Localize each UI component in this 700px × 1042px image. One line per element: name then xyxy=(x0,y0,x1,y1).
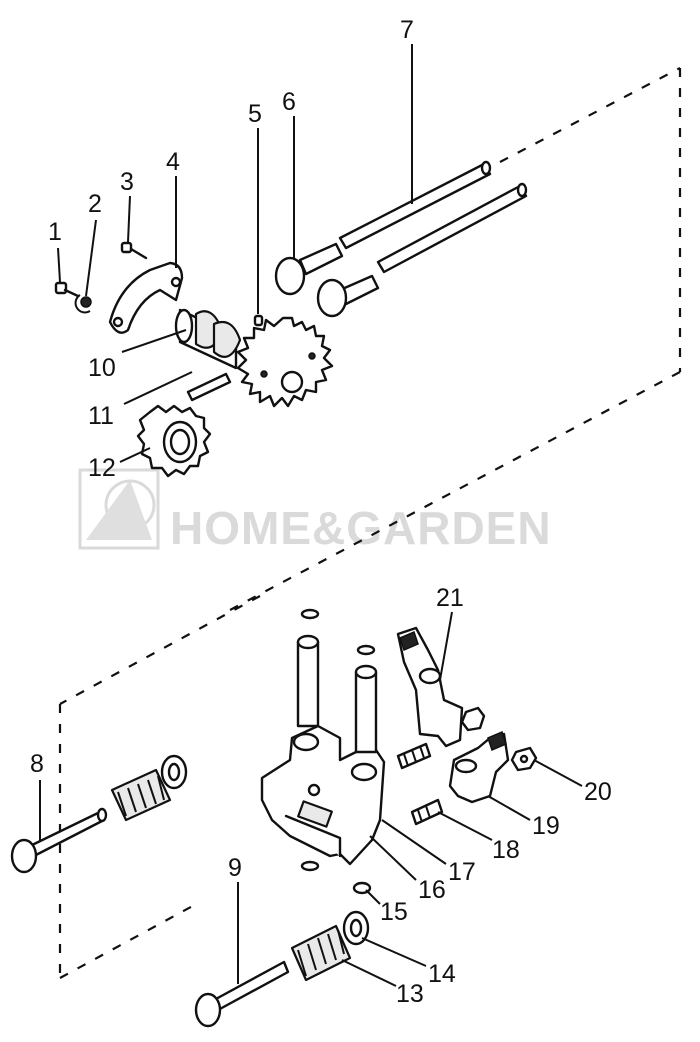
part-21-rocker-arm xyxy=(396,626,464,748)
label-part-10: 10 xyxy=(88,354,116,382)
dashed-boundary-lower xyxy=(58,595,261,979)
label-part-3: 3 xyxy=(120,168,134,196)
part-5-key xyxy=(253,314,264,327)
label-part-5: 5 xyxy=(248,100,262,128)
label-part-15: 15 xyxy=(380,898,408,926)
part-19-rocker-arm xyxy=(448,730,510,804)
guide-tube-left xyxy=(296,634,320,728)
label-part-9: 9 xyxy=(228,854,242,882)
label-part-17: 17 xyxy=(448,858,476,886)
dashed-boundary-upper xyxy=(229,67,682,611)
part-8-valve xyxy=(10,807,108,874)
o-ring-right xyxy=(356,644,376,656)
part-11-pin xyxy=(186,372,232,402)
label-part-6: 6 xyxy=(282,88,296,116)
part-7-push-rod-lower xyxy=(376,182,528,274)
part-13-spring xyxy=(290,924,352,982)
part-20-nut xyxy=(510,746,538,772)
watermark: HOME&GARDEN xyxy=(78,468,552,554)
label-part-8: 8 xyxy=(30,750,44,778)
part-number-labels: 1 2 3 4 5 6 7 8 9 10 11 12 13 14 15 16 1… xyxy=(30,16,612,1008)
part-4-bracket xyxy=(108,261,184,334)
part-16-guide-block xyxy=(260,724,386,866)
label-part-21: 21 xyxy=(436,584,464,612)
watermark-leaf-icon xyxy=(86,480,152,540)
part-10-camshaft xyxy=(174,308,242,370)
valve-spring-upper xyxy=(110,754,188,822)
label-part-4: 4 xyxy=(166,148,180,176)
part-6-tappet-upper xyxy=(274,242,344,296)
label-part-2: 2 xyxy=(88,190,102,218)
part-2-washer xyxy=(74,294,92,314)
label-part-20: 20 xyxy=(584,778,612,806)
label-part-13: 13 xyxy=(396,980,424,1008)
label-part-12: 12 xyxy=(88,454,116,482)
part-7-push-rod-upper xyxy=(338,160,492,250)
label-part-1: 1 xyxy=(48,218,62,246)
o-ring-left xyxy=(300,608,320,620)
watermark-text: HOME&GARDEN xyxy=(170,502,552,554)
label-part-14: 14 xyxy=(428,960,456,988)
label-part-11: 11 xyxy=(88,402,114,430)
o-ring-bottom xyxy=(300,860,320,872)
label-part-19: 19 xyxy=(532,812,560,840)
part-21-nut xyxy=(460,706,486,732)
leader-lines xyxy=(39,44,583,987)
label-part-18: 18 xyxy=(492,836,520,864)
part-1-screw xyxy=(54,281,80,298)
part-12-gear xyxy=(136,404,212,478)
cam-gear xyxy=(236,316,334,408)
guide-tube-right xyxy=(354,664,378,754)
part-14-retainer xyxy=(342,910,370,946)
part-9-valve xyxy=(194,960,290,1028)
part-18-bolt-lower xyxy=(410,798,444,826)
home-garden-logo xyxy=(78,468,160,550)
label-part-7: 7 xyxy=(400,16,414,44)
label-part-16: 16 xyxy=(418,876,446,904)
part-18-bolt-upper xyxy=(396,742,432,770)
part-3-screw xyxy=(120,241,148,260)
part-6-tappet-lower xyxy=(316,274,380,318)
